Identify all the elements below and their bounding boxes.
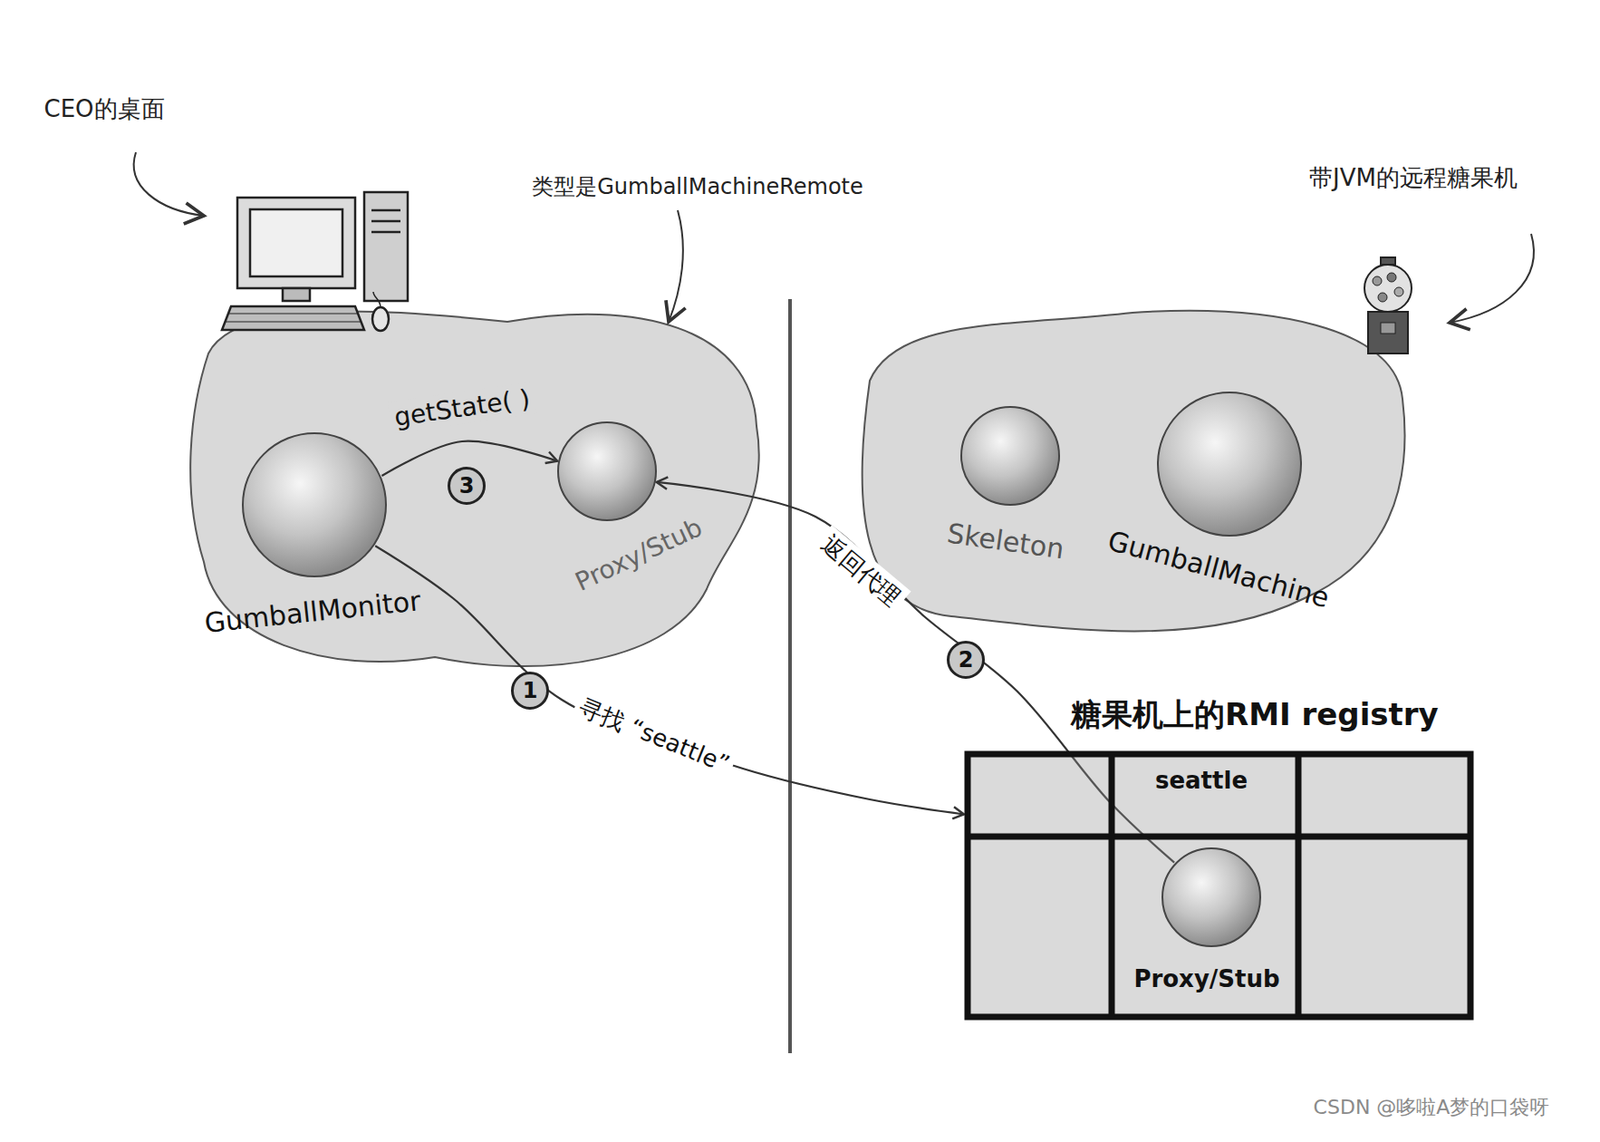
object-circle (959, 404, 1061, 507)
gumball-machine-icon (1364, 257, 1412, 354)
server-jvm-blob (862, 310, 1406, 631)
object-circle (1160, 846, 1263, 948)
leader-arrow (134, 152, 204, 216)
watermark: CSDN @哆啦A梦的口袋呀 (1313, 1093, 1551, 1121)
registry-heading: 糖果机上的RMI registry (1070, 693, 1439, 736)
callout-number: 3 (447, 466, 486, 505)
table-border (967, 753, 1471, 1017)
registered-proxy: Proxy/Stub (1160, 846, 1263, 948)
rmi-registry: 糖果机上的RMI registry seattleProxy/Stub (963, 690, 1485, 1021)
client-jvm-blob (190, 311, 760, 667)
skeleton-object: Skeleton (959, 404, 1061, 507)
computer-icon (221, 192, 408, 331)
object-circle-shape (242, 433, 386, 577)
object-circle-shape (961, 406, 1060, 505)
client-object: GumballMonitor (240, 431, 388, 579)
object-circle-shape (1162, 848, 1261, 946)
callout-number: 1 (510, 671, 550, 710)
table-rule (1295, 753, 1302, 1017)
leader-arrow (668, 210, 684, 322)
object-circle (240, 431, 388, 579)
remote-machine-label: 带JVM的远程糖果机 (1309, 162, 1518, 194)
network-separator (788, 298, 792, 1053)
leader-arrow (1449, 233, 1534, 323)
service-object: GumballMachine (1156, 390, 1303, 538)
table-rule (1108, 753, 1116, 1017)
table-rule (967, 833, 1471, 840)
connector-label: 寻找 “seattle” (569, 688, 740, 783)
type-note: 类型是GumballMachineRemote (531, 172, 864, 202)
object-circle (1156, 390, 1303, 538)
object-circle-shape (1157, 392, 1302, 536)
object-circle-shape (558, 422, 656, 521)
table-cell: seattle (1155, 766, 1248, 794)
desk-label: CEO的桌面 (43, 93, 164, 126)
object-circle (556, 420, 658, 522)
client-proxy: Proxy/Stub (556, 420, 658, 522)
callout-number: 2 (946, 640, 985, 679)
object-label: Proxy/Stub (1133, 964, 1280, 993)
